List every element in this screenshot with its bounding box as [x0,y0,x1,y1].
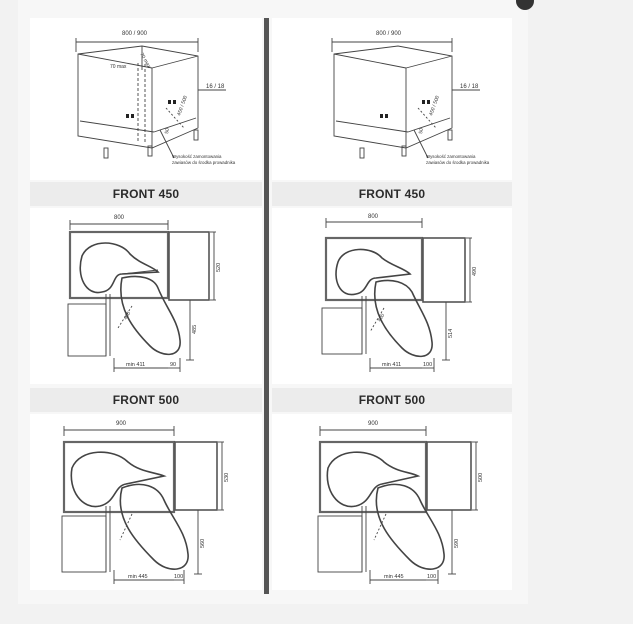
front-width-dim: 800 [368,214,379,220]
cabinet-small-dim: 50 [418,128,425,135]
front-label: FRONT 450 [358,187,426,201]
front-width-dim: 900 [116,421,127,427]
front-width-dim: 800 [114,215,125,221]
front-width-dim: 900 [368,421,379,427]
front-min-dim: min 445 [384,574,404,580]
left-front500-panel: 900 530 560 min 445 100 [30,414,262,590]
cabinet-height-dim: 16 / 18 [460,84,479,90]
left-front500-drawing: 900 530 560 min 445 100 [61,421,230,584]
front-right-dim: 490 [472,267,478,276]
cabinet-side-dim: 450 / 500 [428,95,441,117]
front-offset-dim: 100 [427,574,436,580]
front-offset-dim: 90 [170,362,176,368]
right-cabinet-panel: 800 / 900 16 / 18 450 / 500 50 Wysokość … [272,18,512,180]
front-right-dim: 500 [478,473,484,482]
cabinet-note-line2: zawiasów do środka prowadnika [426,160,490,165]
front-label: FRONT 450 [112,187,180,201]
left-front450-panel: 800 520 485 min 411 90 400 [30,208,262,384]
front-right-dim: 530 [224,473,230,482]
front-diag-dim: 400 [377,313,387,323]
front-offset-dim: 100 [174,574,183,580]
front-diag-dim: 400 [123,311,133,321]
left-cabinet-drawing: 800 / 900 16 / 18 70 max 70 max 450 / 50… [75,31,236,165]
left-cabinet-panel: 800 / 900 16 / 18 70 max 70 max 450 / 50… [30,18,262,180]
right-front450-panel: 800 490 514 min 411 100 400 [272,208,512,384]
corner-badge [516,0,534,10]
right-front450-header: FRONT 450 [272,182,512,206]
right-front500-drawing: 900 500 590 min 445 100 [317,421,484,584]
column-divider [264,18,269,594]
left-front450-drawing: 800 520 485 min 411 90 400 [67,215,222,372]
front-min-dim: min 445 [128,574,148,580]
front-lower-dim: 514 [448,329,454,338]
front-offset-dim: 100 [423,362,432,368]
right-cabinet-drawing: 800 / 900 16 / 18 450 / 500 50 Wysokość … [331,31,490,165]
front-min-dim: min 411 [126,362,145,368]
right-front500-panel: 900 500 590 min 445 100 [272,414,512,590]
cabinet-small-dim: 50 [164,128,171,135]
cabinet-note-line1: Wysokość zamontowania [426,154,476,159]
right-front500-header: FRONT 500 [272,388,512,412]
cabinet-note-line2: zawiasów do środka prowadnika [172,160,236,165]
left-front450-header: FRONT 450 [30,182,262,206]
front-min-dim: min 411 [382,362,401,368]
front-lower-dim: 560 [200,539,206,548]
front-lower-dim: 485 [192,325,198,334]
front-lower-dim: 590 [454,539,460,548]
right-front450-drawing: 800 490 514 min 411 100 400 [321,214,478,372]
front-label: FRONT 500 [112,393,180,407]
cabinet-side-dim: 450 / 500 [176,95,189,117]
cabinet-height-dim: 16 / 18 [206,84,225,90]
cabinet-width-dim: 800 / 900 [122,31,148,37]
left-front500-header: FRONT 500 [30,388,262,412]
cabinet-depth-dim: 70 max [110,64,127,70]
cabinet-width-dim: 800 / 900 [376,31,402,37]
front-right-dim: 520 [216,263,222,272]
cabinet-note-line1: Wysokość zamontowania [172,154,222,159]
front-label: FRONT 500 [358,393,426,407]
